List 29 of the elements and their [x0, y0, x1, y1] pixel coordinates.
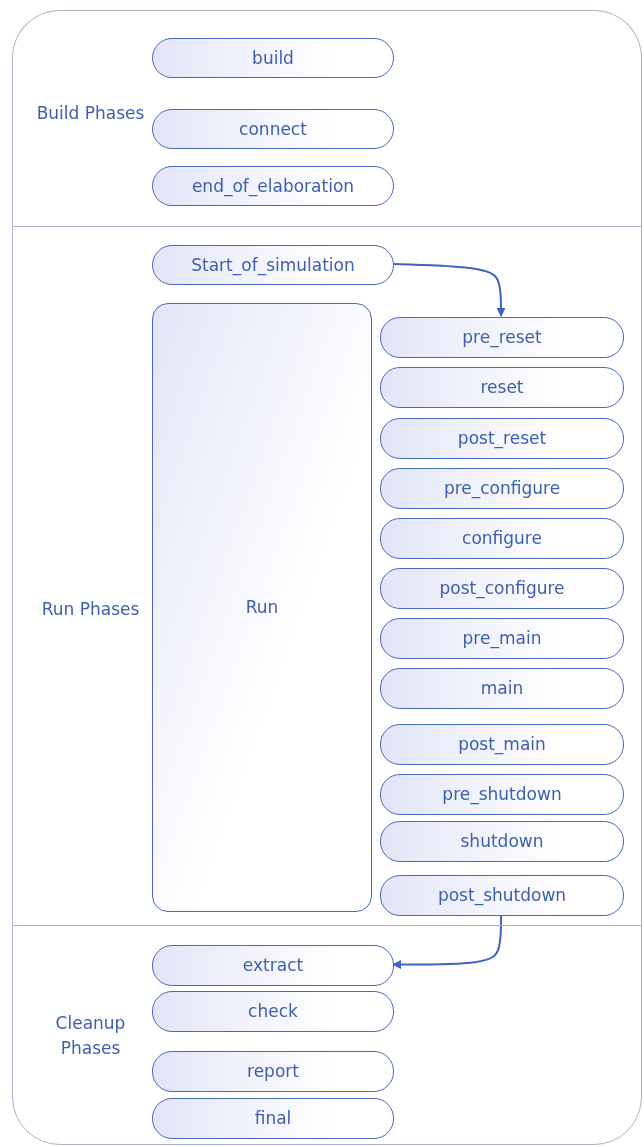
phase-pill: final	[152, 1098, 394, 1139]
phase-pill: pre_main	[380, 618, 624, 659]
phase-pill: post_shutdown	[380, 875, 624, 916]
phase-section	[12, 10, 642, 227]
phase-pill: report	[152, 1051, 394, 1092]
phase-pill: Start_of_simulation	[152, 245, 394, 285]
phase-pill: connect	[152, 109, 394, 149]
phase-pill: post_main	[380, 724, 624, 765]
arrow	[392, 914, 502, 969]
phase-pill: build	[152, 38, 394, 78]
phase-pill: shutdown	[380, 821, 624, 862]
phase-pill: extract	[152, 945, 394, 986]
phase-pill: configure	[380, 518, 624, 559]
phase-section	[12, 226, 642, 926]
phase-pill: end_of_elaboration	[152, 166, 394, 206]
phase-pill: post_configure	[380, 568, 624, 609]
phase-pill: main	[380, 668, 624, 709]
phase-pill: check	[152, 991, 394, 1032]
phase-pill: pre_reset	[380, 317, 624, 358]
section-label: Build Phases	[35, 102, 146, 125]
section-label: Run Phases	[40, 598, 141, 621]
phase-pill: reset	[380, 367, 624, 408]
phase-pill: pre_shutdown	[380, 774, 624, 815]
section-label: Cleanup Phases	[54, 1012, 127, 1060]
phase-section	[12, 925, 642, 1145]
phase-pill: post_reset	[380, 418, 624, 459]
run-phase-box: Run	[152, 303, 372, 912]
arrow	[392, 263, 506, 317]
phase-pill: pre_configure	[380, 468, 624, 509]
